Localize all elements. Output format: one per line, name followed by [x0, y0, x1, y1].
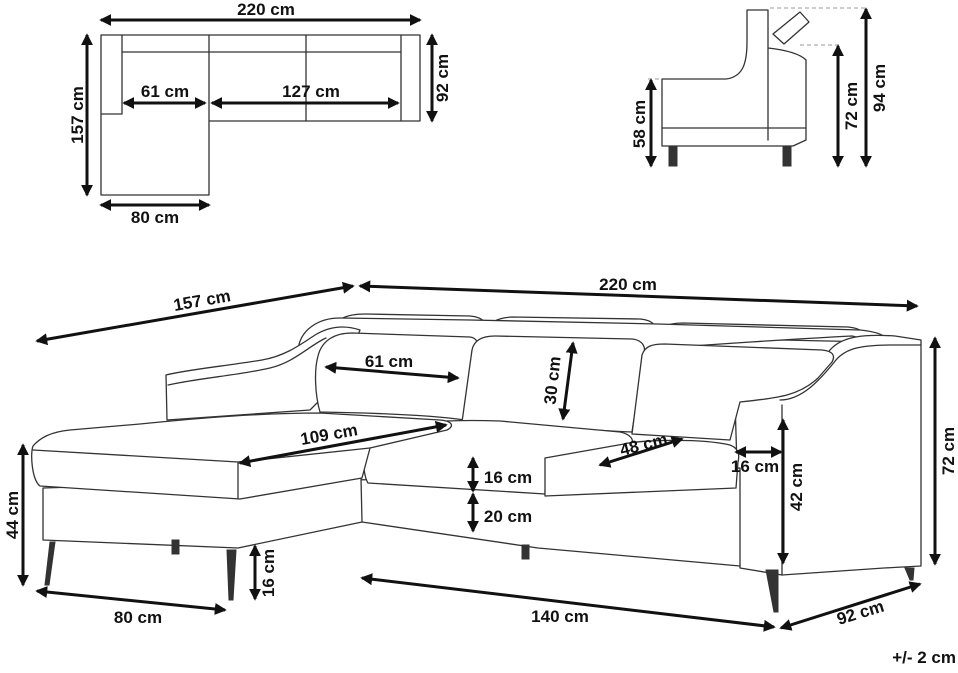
- cushion-thickness-label: 16 cm: [484, 468, 532, 487]
- main-view: 157 cm 220 cm 61 cm 30 cm 109 cm 48 cm 1…: [3, 275, 958, 632]
- leg-chaise-front-right: [226, 549, 237, 601]
- top-seat-depth-label: 92 cm: [433, 54, 452, 102]
- depth-arrow: [779, 581, 922, 631]
- top-chaise-width-label: 80 cm: [131, 208, 179, 227]
- chaise-length-label: 157 cm: [172, 286, 232, 315]
- leg-chaise-back: [171, 539, 180, 555]
- top-view-seat-divider: [208, 34, 307, 122]
- side-view-cushion: [661, 47, 807, 141]
- backrest-height-arrow: [558, 341, 578, 421]
- seat-height-label: 42 cm: [787, 463, 806, 511]
- right-arm-inner: [779, 344, 922, 401]
- chaise-width-arrow: [35, 586, 227, 615]
- tolerance-note: +/- 2 cm: [892, 648, 956, 667]
- leg-height-label: 16 cm: [259, 549, 278, 597]
- chaise-width-label: 80 cm: [114, 608, 162, 627]
- chaise-height-label: 44 cm: [3, 491, 22, 539]
- length-label: 220 cm: [599, 275, 657, 294]
- leg-back-right: [904, 567, 915, 581]
- length-arrow: [358, 280, 919, 312]
- top-width-label: 220 cm: [237, 0, 295, 19]
- chaise-seat-length-arrow: [238, 420, 448, 468]
- top-view-left-arm: [100, 34, 123, 115]
- side-seat-height-label: 58 cm: [630, 100, 649, 148]
- base-height-label: 20 cm: [484, 507, 532, 526]
- side-view: 58 cm 72 cm 94 cm: [630, 7, 889, 168]
- seat-front-length-label: 140 cm: [531, 607, 589, 626]
- top-view-outline: [100, 34, 421, 196]
- back-cushion-right: [631, 343, 835, 441]
- leg-middle: [521, 544, 530, 560]
- total-height-label: 72 cm: [939, 427, 958, 475]
- side-view-leg-front: [668, 145, 678, 167]
- top-seat-left-label: 61 cm: [141, 82, 189, 101]
- leg-chaise-front-left: [44, 541, 56, 586]
- seat-front-length-arrow: [360, 573, 776, 632]
- top-seat-right-label: 127 cm: [282, 82, 340, 101]
- top-depth-label: 157 cm: [68, 86, 87, 144]
- headrest-width-arrow: [324, 361, 460, 384]
- armrest-width-label: 16 cm: [731, 457, 779, 476]
- backrest-height-label: 30 cm: [541, 355, 565, 405]
- chaise-length-arrow: [35, 281, 355, 346]
- side-max-height-label: 94 cm: [870, 64, 889, 112]
- side-view-headrest: [772, 11, 810, 45]
- headrest-width-label: 61 cm: [365, 352, 413, 371]
- side-view-leg-back: [782, 145, 792, 167]
- leg-front-right: [765, 569, 779, 613]
- top-view: 220 cm 157 cm 92 cm 61 cm 127 cm 80 cm: [68, 0, 452, 227]
- left-arm-inner: [167, 337, 327, 386]
- side-back-height-label: 72 cm: [842, 82, 861, 130]
- seat-width-arrow: [598, 436, 684, 468]
